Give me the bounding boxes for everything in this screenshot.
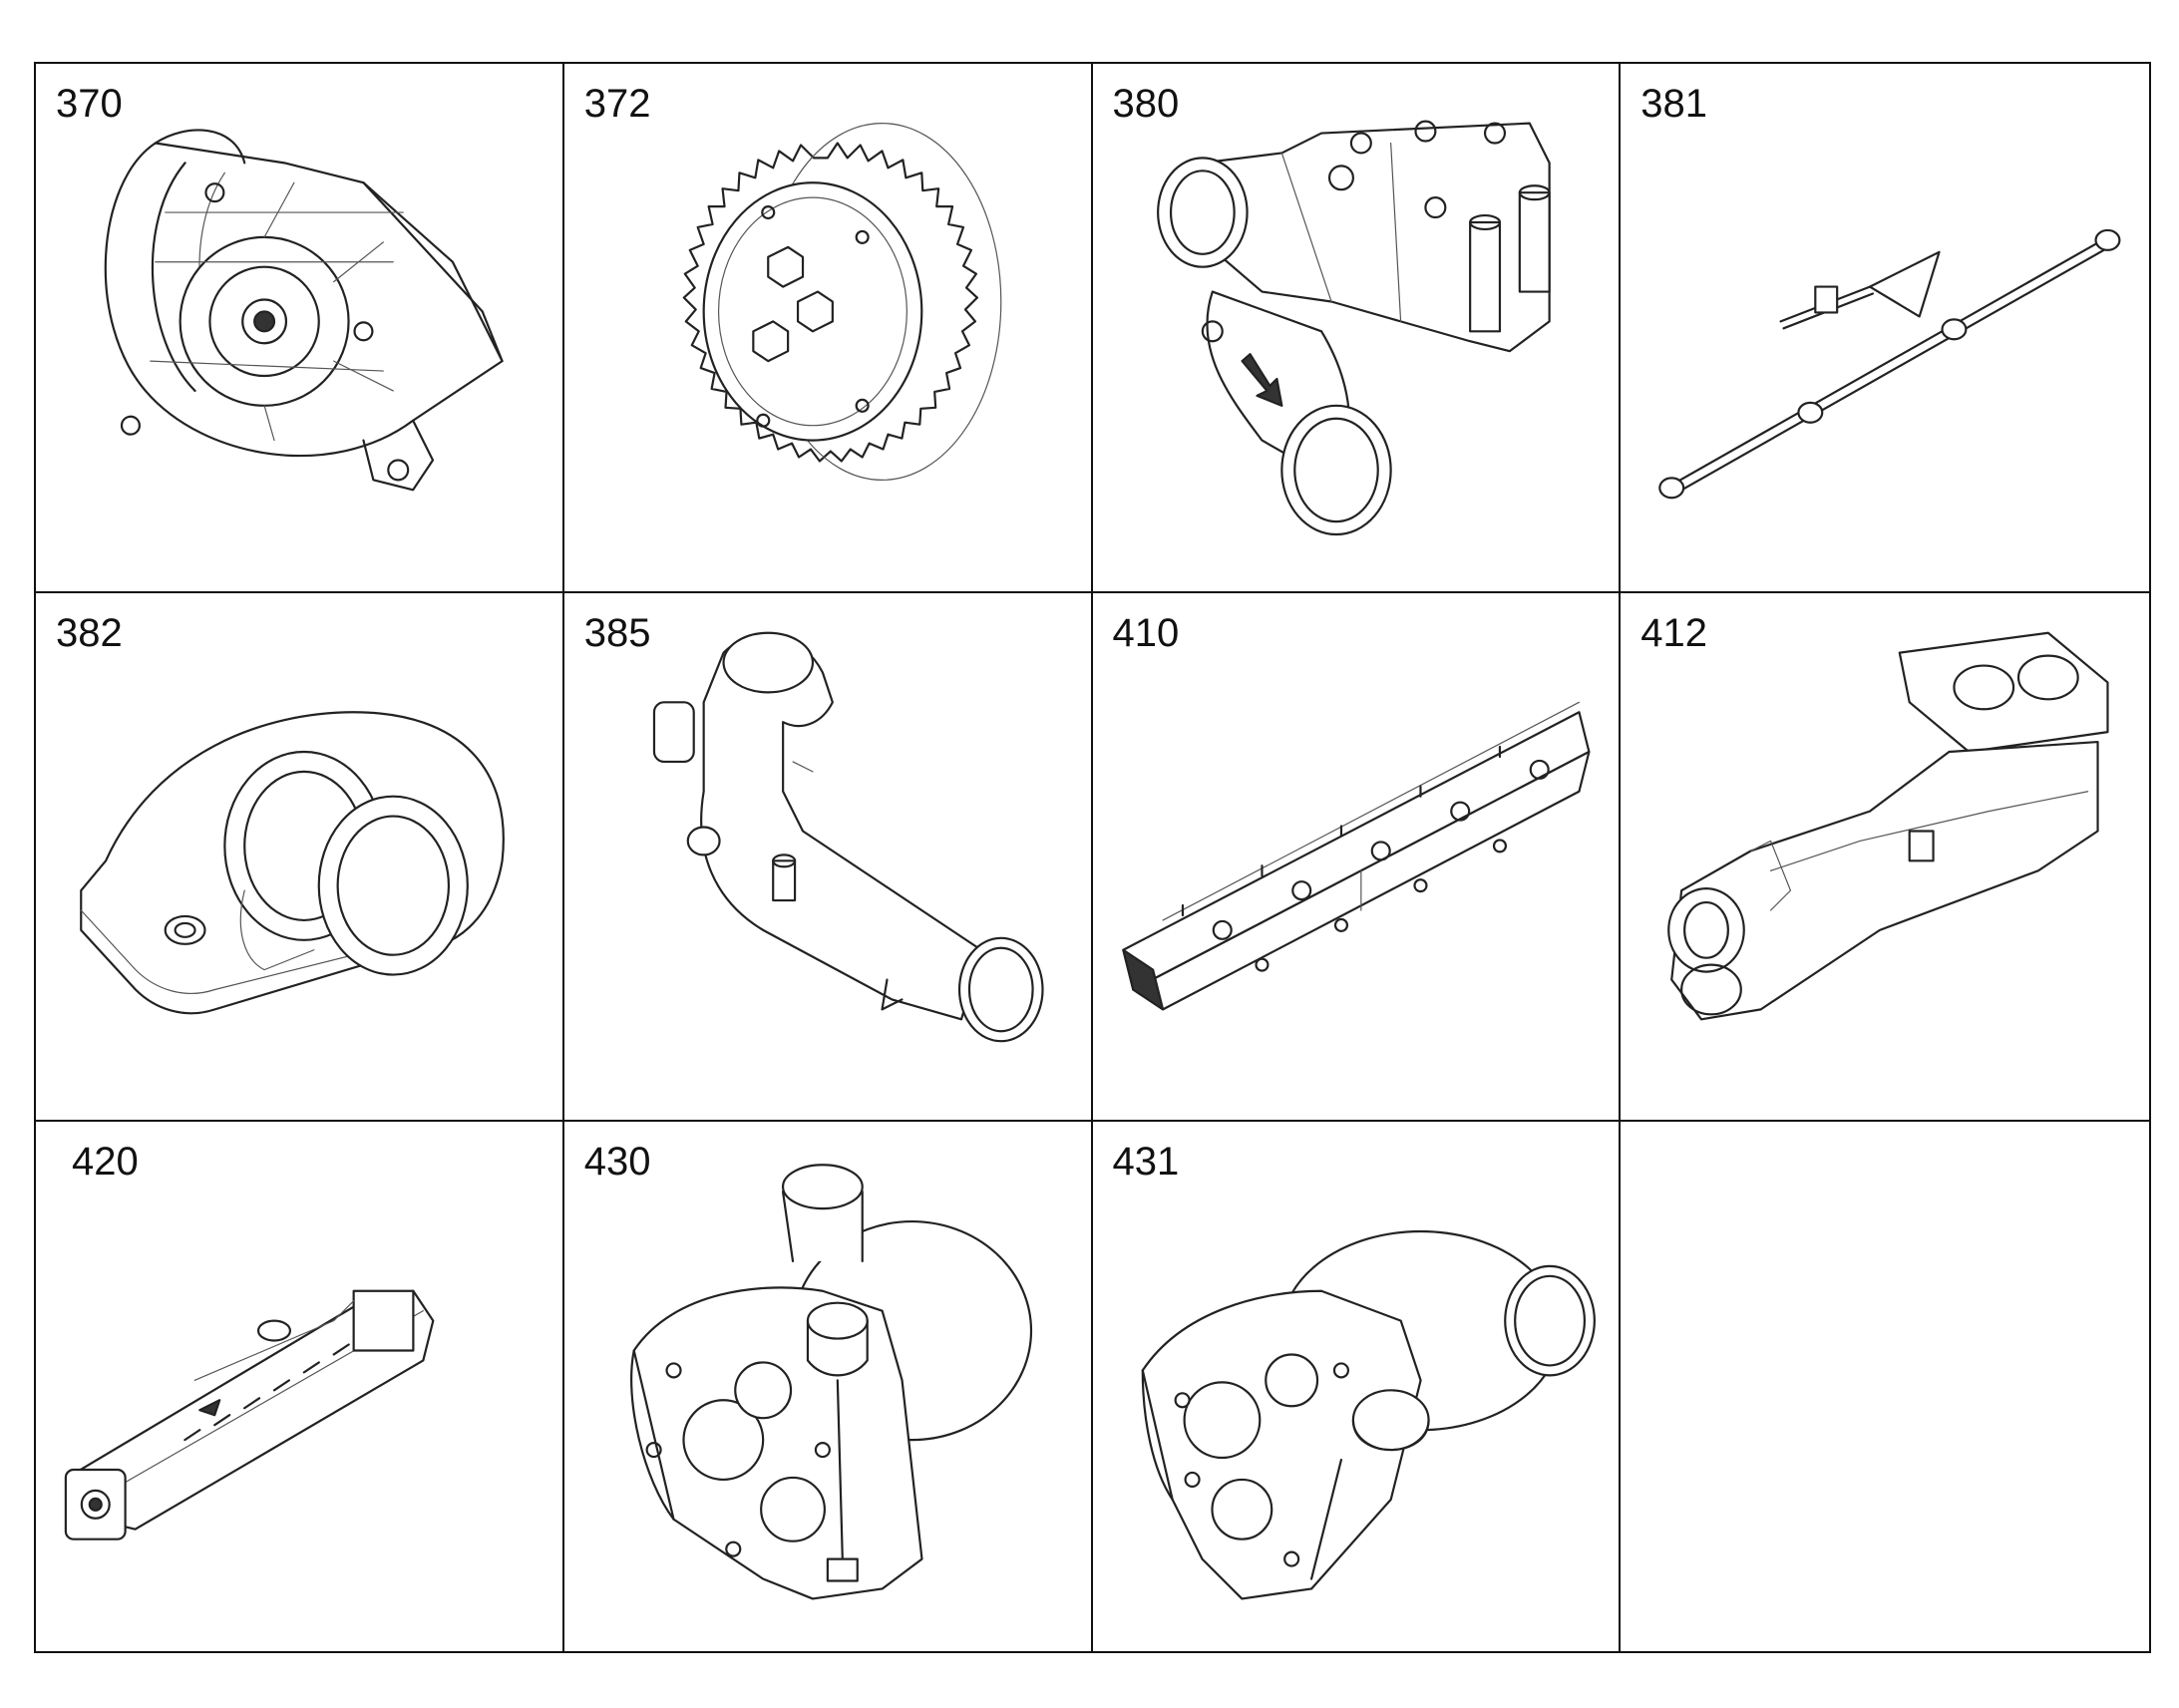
part-cell-382[interactable]: 382 xyxy=(36,592,564,1123)
part-cell-420[interactable]: 420 xyxy=(36,1122,564,1651)
part-cell-372[interactable]: 372 xyxy=(563,64,1093,593)
part-cell-381[interactable]: 381 xyxy=(1621,64,2149,593)
turbocharger-icon xyxy=(1141,1230,1596,1600)
turbocharger-icon xyxy=(629,1164,1032,1600)
part-number: 385 xyxy=(583,610,651,655)
twin-pipe-manifold-icon xyxy=(80,710,505,1014)
part-cell-380[interactable]: 380 xyxy=(1092,64,1622,593)
parts-grid: 370 372 xyxy=(34,62,2151,1653)
part-number: 372 xyxy=(583,82,651,126)
part-cell-385[interactable]: 385 xyxy=(563,592,1093,1123)
part-cell-370[interactable]: 370 xyxy=(36,64,564,593)
part-cell-412[interactable]: 412 xyxy=(1621,593,2149,1123)
part-number: 412 xyxy=(1640,610,1707,655)
part-number: 430 xyxy=(583,1140,651,1185)
exhaust-manifold-icon xyxy=(1667,631,2109,1021)
empty-cell xyxy=(1621,1122,2149,1651)
part-number: 380 xyxy=(1112,82,1180,126)
part-number: 431 xyxy=(1112,1140,1180,1185)
pipe-assembly-icon xyxy=(1658,228,2121,500)
part-number: 420 xyxy=(72,1140,139,1185)
part-number: 382 xyxy=(56,610,123,655)
thermostat-housing-icon xyxy=(1156,120,1551,536)
egr-cooler-icon xyxy=(64,1289,435,1541)
part-cell-410[interactable]: 410 xyxy=(1092,592,1622,1123)
part-number: 410 xyxy=(1112,610,1180,655)
coolant-pipe-icon xyxy=(652,631,1044,1042)
manifold-rail-icon xyxy=(1121,701,1590,1011)
water-pump-housing-icon xyxy=(104,129,504,492)
gear-icon xyxy=(682,123,1002,481)
part-number: 370 xyxy=(56,82,123,126)
part-cell-430[interactable]: 430 xyxy=(564,1122,1093,1651)
part-cell-431[interactable]: 431 xyxy=(1093,1122,1622,1651)
part-number: 381 xyxy=(1640,82,1707,126)
